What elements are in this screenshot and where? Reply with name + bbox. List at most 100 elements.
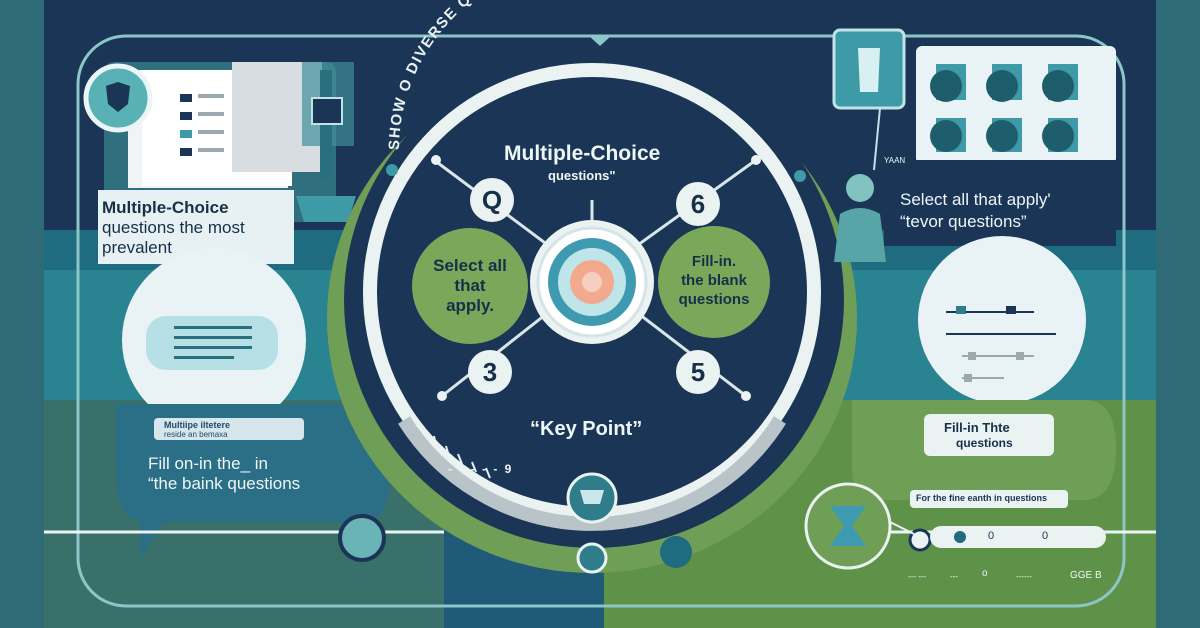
ticket-line [174, 346, 252, 349]
scale-tick [457, 453, 463, 465]
bubble-left-line: Select all [433, 256, 507, 275]
lamp-base-icon [296, 196, 356, 222]
marker-3: 3 [483, 357, 497, 387]
bubble-right-line: the blank [681, 272, 747, 289]
lamp-foot [284, 222, 368, 230]
book-bullet [180, 148, 192, 156]
bubble-left-line: that [454, 276, 486, 295]
spoke-dot [751, 155, 761, 165]
left-side-strip [0, 0, 44, 628]
marker-disc-3 [468, 350, 512, 394]
connector-node [908, 528, 932, 552]
bottom-left-text-1: Fill on-in the_ in [148, 454, 269, 473]
chip-dot [986, 120, 1018, 152]
right-circle [918, 236, 1086, 404]
book-line [198, 112, 224, 116]
right-side-strip [1156, 0, 1200, 628]
spoke-dot [741, 391, 751, 401]
key-point-label: “Key Point” [530, 418, 643, 440]
marker-disc-5 [676, 350, 720, 394]
scale-tick [433, 435, 437, 447]
cup-icon [580, 490, 604, 504]
center-title: Multiple-Choice [504, 142, 661, 165]
bubble-tag-line-2: reside an bemaxa [164, 430, 228, 439]
footer-mark-3: o [982, 568, 988, 579]
vial-icon [858, 48, 880, 92]
scale-ticks [433, 435, 491, 479]
pill-value-2: 0 [1042, 530, 1049, 542]
marker-disc-6 [676, 182, 720, 226]
chip-dot [1042, 120, 1074, 152]
scale-tick [445, 445, 450, 457]
slider-knob [964, 374, 972, 382]
rosette-icon [548, 238, 636, 326]
footer-mark-2: --- [950, 572, 958, 581]
scale-tick [485, 467, 491, 479]
ticket-icon [146, 316, 278, 370]
footer-mark-5: GGE B [1070, 570, 1102, 581]
bottom-strip-label: For the fine eanth in questions [916, 493, 1048, 503]
marker-5: 5 [691, 357, 705, 387]
left-caption-line-1: Multiple-Choice [102, 198, 229, 217]
slider-knob [956, 306, 966, 314]
ticket-line [174, 356, 234, 359]
vial-connector [873, 107, 881, 171]
illustration-layer: Q 6 3 5 SHOW O DIVERSE QUESTIOT O QUESTI… [44, 0, 1156, 628]
spoke-dot [431, 155, 441, 165]
book-line [198, 130, 224, 134]
bottom-node-small [576, 542, 608, 574]
tiny-label: YAAN [884, 156, 906, 165]
book-line [198, 148, 224, 152]
slider-icon-group [946, 306, 1056, 382]
ticket-line [174, 336, 252, 339]
bottom-strip [910, 490, 1068, 508]
left-caption-line-2: questions the most [102, 218, 245, 237]
arc-end-dot-right [794, 170, 806, 182]
pill-row [930, 526, 1106, 548]
bubble-tag-line-1: Multiipe iltetere [164, 420, 231, 430]
right-caption-panel [884, 160, 1116, 246]
central-ring-lower-track [398, 416, 786, 531]
marker-q: Q [482, 185, 502, 215]
bottom-right-box-line-1: Fill-in Thte [944, 420, 1010, 435]
connector-line [889, 521, 915, 535]
scale-tick [471, 461, 477, 473]
ticket-line [174, 326, 252, 329]
bottom-node-right [660, 536, 692, 568]
footer-mark-1: --- --- [908, 572, 927, 581]
book-bullet [180, 130, 192, 138]
chip-dot [930, 120, 962, 152]
spoke-dot [437, 391, 447, 401]
bubble-tag [154, 418, 304, 440]
bubble-left-text: Select all that apply. [412, 256, 528, 316]
book-bullet [180, 112, 192, 120]
left-caption-line-3: prevalent [102, 238, 172, 257]
arc-end-dot-left [386, 164, 398, 176]
infographic-board: Q 6 3 5 SHOW O DIVERSE QUESTIOT O QUESTI… [44, 0, 1156, 628]
bottom-right-box [924, 414, 1054, 456]
bubble-right-line: questions [678, 291, 750, 308]
scale-label: - - - - - 9 [448, 462, 514, 476]
bottom-left-text-2: “the baink questions [148, 474, 301, 493]
center-subtitle: questions" [548, 168, 616, 183]
pill-dot [954, 531, 966, 543]
person-body-icon [834, 208, 886, 262]
person-head-icon [846, 174, 874, 202]
rosette-center [582, 272, 602, 292]
slider-knob [1006, 306, 1016, 314]
right-caption-line-1: Select all that apply' [900, 190, 1051, 209]
marker-6: 6 [691, 189, 705, 219]
bubble-right-line: Fill-in. [691, 253, 737, 270]
bubble-right [658, 226, 770, 338]
bottom-left-bubble [116, 404, 390, 560]
hourglass-icon [830, 506, 866, 546]
right-caption-line-2: “tevor questions” [900, 212, 1027, 231]
chip-dot [986, 70, 1018, 102]
frame-top-notch [589, 36, 611, 46]
bubble-right-text: Fill-in. the blank questions [658, 252, 770, 309]
lamp-box-icon [311, 97, 343, 125]
bubble-left [412, 228, 528, 344]
bottom-right-box-line-2: questions [956, 436, 1013, 450]
slider-knob [1016, 352, 1024, 360]
